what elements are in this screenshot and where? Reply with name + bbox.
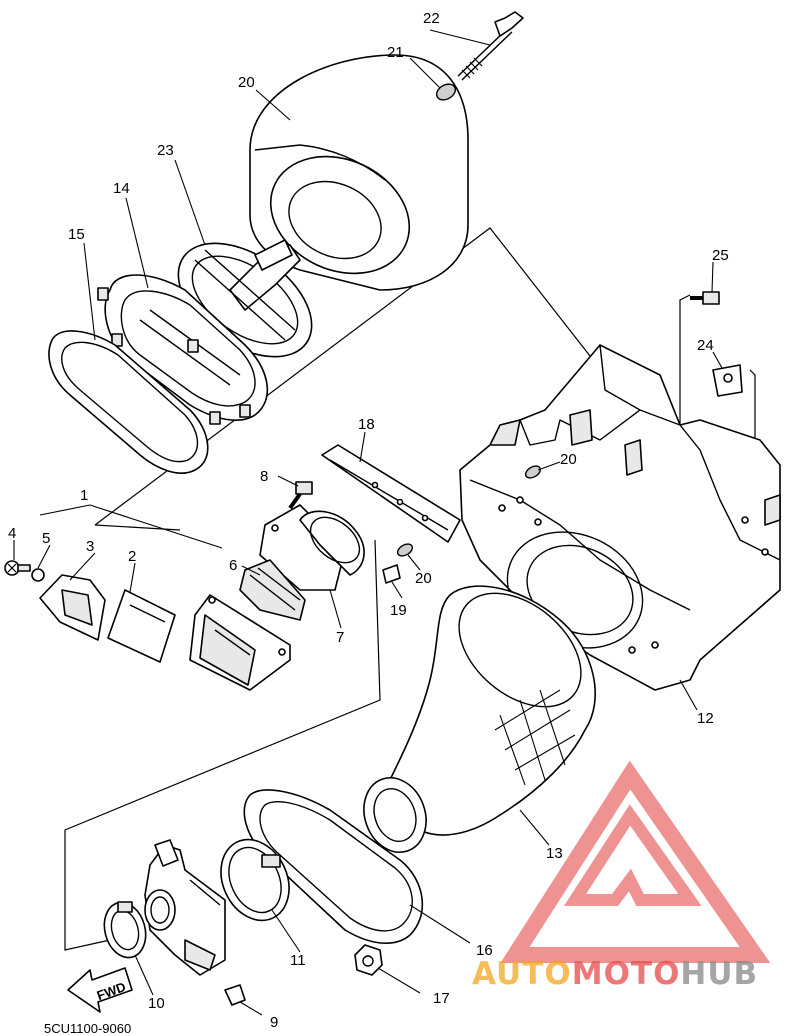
washer-upper [524, 465, 542, 479]
callout-12: 12 [697, 710, 714, 727]
watermark-hub: HUB [680, 956, 758, 992]
watermark-moto: MOTO [572, 956, 681, 992]
plate [321, 444, 461, 543]
callout-8: 8 [260, 468, 268, 485]
callout-14: 14 [113, 180, 130, 197]
clip-part [712, 364, 743, 397]
callout-7: 7 [336, 629, 344, 646]
diagram-code: 5CU1100-9060 [44, 1021, 131, 1036]
callout-10: 10 [148, 995, 165, 1012]
callout-6: 6 [229, 557, 237, 574]
reed-stopper [107, 589, 176, 663]
callout-22: 21 [387, 44, 404, 61]
grommet [382, 564, 401, 584]
watermark-auto: AUTO [472, 956, 572, 992]
callout-24: 23 [157, 142, 174, 159]
watermark-text: AUTOMOTOHUB [472, 956, 758, 992]
watermark-logo-mark [500, 760, 771, 963]
callout-20-upper: 20 [560, 451, 577, 468]
callout-15: 15 [68, 226, 85, 243]
callout-4: 4 [8, 525, 16, 542]
callout-9: 9 [270, 1014, 278, 1031]
callout-11: 11 [290, 952, 306, 969]
forward-arrow: FWD [67, 967, 133, 1013]
hose-clamp-lower [103, 901, 147, 959]
reed-case [189, 594, 291, 691]
callout-19: 19 [390, 602, 407, 619]
carburetor-joint [259, 504, 365, 591]
callout-3: 3 [86, 538, 94, 555]
small-clip [224, 984, 246, 1006]
callout-5: 5 [42, 530, 50, 547]
washer-lower [396, 543, 414, 557]
joint-bolt [288, 481, 313, 510]
svg-text:AUTOMOTOHUB: AUTOMOTOHUB [472, 956, 758, 992]
callout-21: 20 [238, 74, 255, 91]
callout-18: 18 [358, 416, 375, 433]
air-filter-element [249, 54, 469, 291]
leader-lines [13, 29, 723, 1016]
spring-washer [31, 568, 45, 582]
screw [4, 560, 31, 576]
nut [354, 944, 383, 976]
callout-16: 16 [476, 942, 493, 959]
carburetor [144, 839, 226, 976]
callout-1: 1 [80, 487, 88, 504]
callout-23: 22 [423, 10, 440, 27]
reed-valve [239, 559, 306, 621]
filter-frame [97, 274, 269, 425]
intake-duct [363, 585, 596, 853]
hose-clamp-upper [220, 838, 290, 922]
callout-20-lower: 20 [415, 570, 432, 587]
callout-13: 13 [546, 845, 563, 862]
callout-25: 24 [697, 337, 714, 354]
case-bolt [690, 291, 720, 305]
callout-26: 25 [712, 247, 729, 264]
washer [435, 83, 457, 101]
callout-2: 2 [128, 548, 136, 565]
wing-bolt [457, 11, 524, 81]
reed-plate [39, 574, 106, 641]
callout-17: 17 [433, 990, 450, 1007]
